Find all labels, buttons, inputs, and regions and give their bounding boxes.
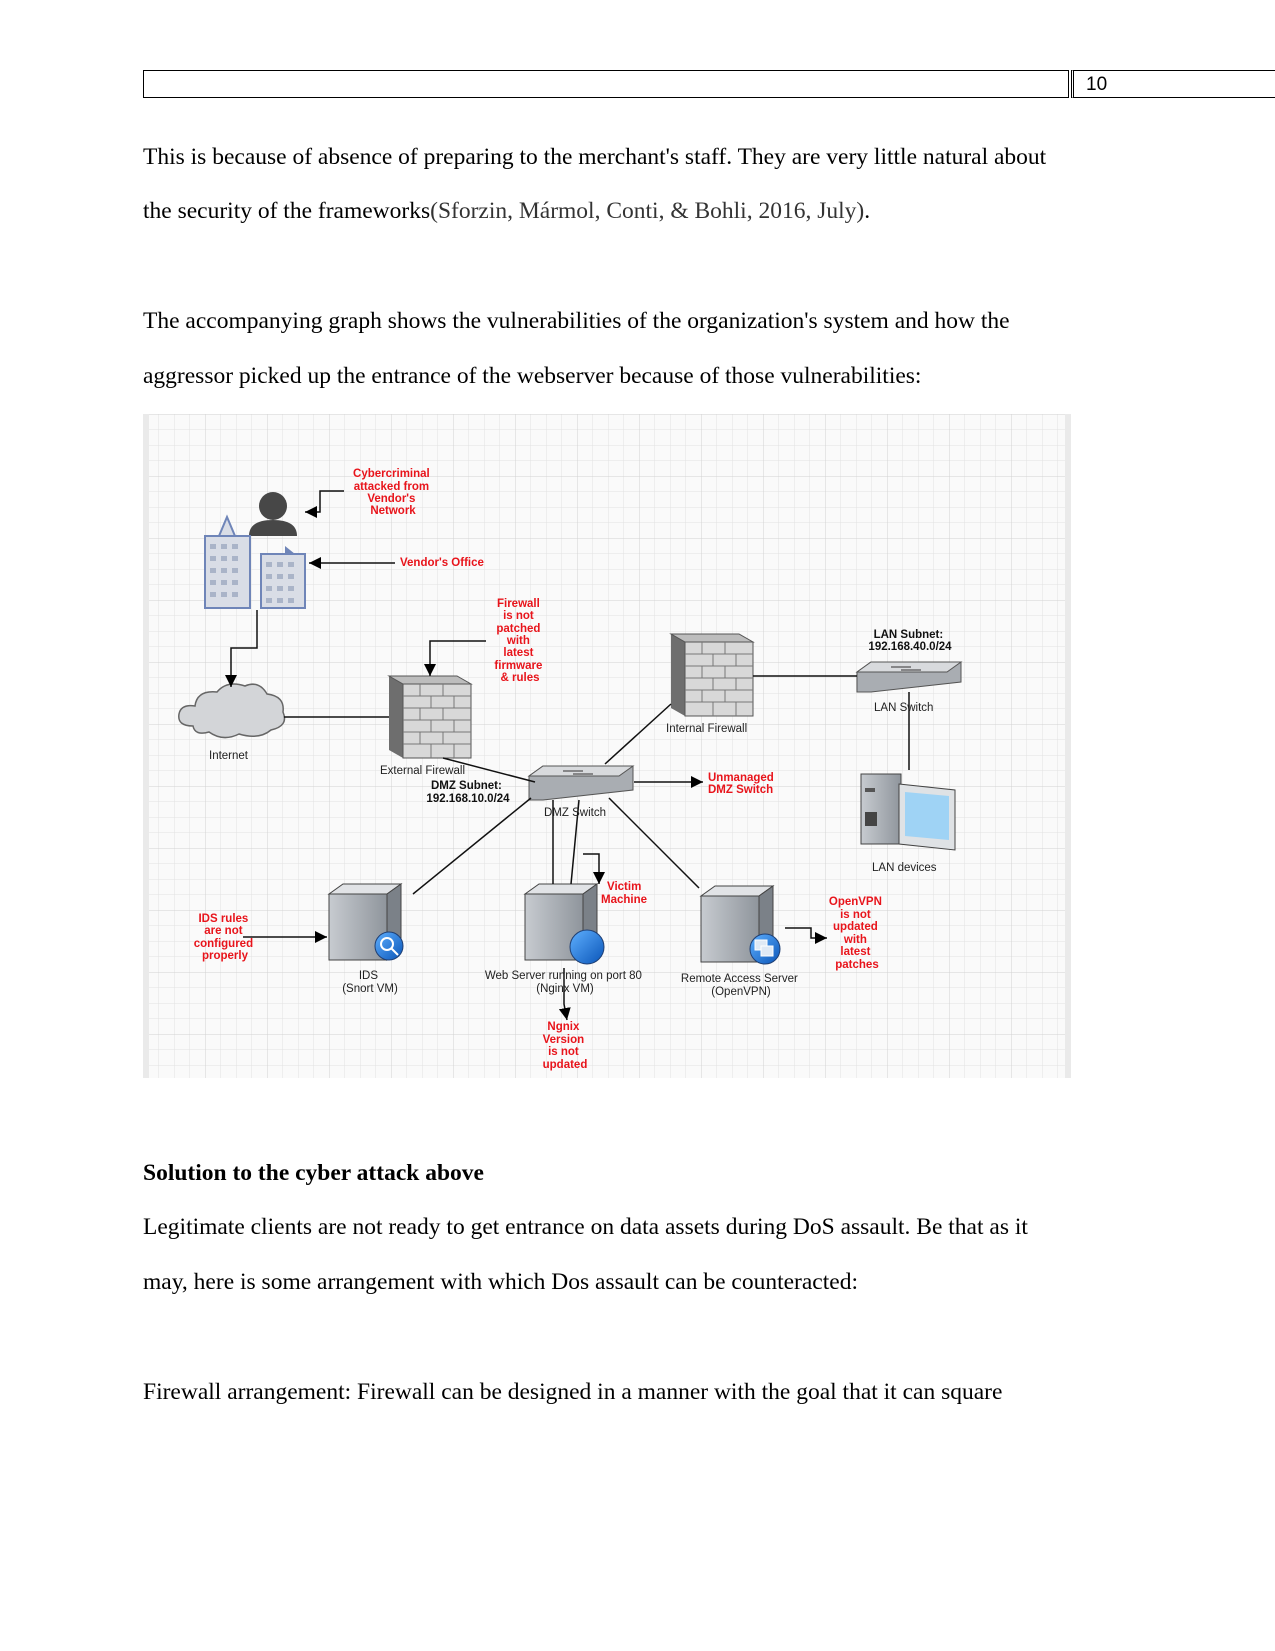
web-server-icon bbox=[523, 883, 605, 965]
vendor-office-building-icon bbox=[204, 514, 306, 609]
lan-devices-icon bbox=[860, 773, 956, 851]
network-vulnerability-diagram: Cybercriminal attacked from Vendor's Net… bbox=[143, 414, 1071, 1078]
paragraph-4-line-1: Firewall arrangement: Firewall can be de… bbox=[143, 1379, 1003, 1405]
external-firewall-icon bbox=[387, 675, 473, 759]
cybercriminal-annotation: Cybercriminal attacked from Vendor's Net… bbox=[353, 468, 433, 517]
dmz-switch-label: DMZ Switch bbox=[544, 807, 606, 819]
vendor-office-annotation: Vendor's Office bbox=[400, 557, 484, 569]
dmz-subnet-label: DMZ Subnet: 192.168.10.0/24 bbox=[426, 780, 510, 805]
paragraph-3-line-2: may, here is some arrangement with which… bbox=[143, 1269, 858, 1295]
paragraph-1-line-1: This is because of absence of preparing … bbox=[143, 144, 1047, 170]
nginx-not-updated-annotation: Ngnix Version is not updated bbox=[543, 1021, 588, 1071]
firewall-not-patched-annotation: Firewall is not patched with latest firm… bbox=[494, 598, 545, 684]
web-server-label: Web Server running on port 80 (Nginx VM) bbox=[485, 970, 645, 995]
ids-server-icon bbox=[327, 883, 404, 961]
lan-devices-label: LAN devices bbox=[872, 862, 937, 874]
page-number: 10 bbox=[1071, 70, 1275, 98]
lan-switch-icon bbox=[855, 661, 963, 693]
remote-access-server-icon bbox=[699, 885, 781, 965]
internal-firewall-label: Internal Firewall bbox=[666, 723, 747, 735]
ids-label: IDS (Snort VM) bbox=[342, 970, 398, 995]
annotation-arrows bbox=[225, 490, 827, 1021]
internet-label: Internet bbox=[209, 750, 249, 762]
internet-cloud-icon bbox=[178, 683, 286, 739]
lan-switch-label: LAN Switch bbox=[874, 702, 933, 714]
section-heading: Solution to the cyber attack above bbox=[143, 1160, 484, 1186]
victim-machine-annotation: Victim Machine bbox=[601, 881, 647, 906]
paragraph-1-end: . bbox=[864, 198, 871, 224]
header-box bbox=[143, 70, 1069, 98]
attacker-person-icon bbox=[249, 492, 297, 536]
paragraph-1-text: the security of the frameworks bbox=[143, 198, 431, 224]
lan-subnet-label: LAN Subnet: 192.168.40.0/24 bbox=[868, 629, 952, 653]
openvpn-not-updated-annotation: OpenVPN is not updated with latest patch… bbox=[829, 896, 885, 971]
external-firewall-label: External Firewall bbox=[380, 765, 465, 777]
paragraph-2-line-1: The accompanying graph shows the vulnera… bbox=[143, 308, 1010, 334]
network-links bbox=[284, 675, 910, 895]
citation: (Sforzin, Mármol, Conti, & Bohli, 2016, … bbox=[430, 198, 865, 224]
paragraph-3-line-1: Legitimate clients are not ready to get … bbox=[143, 1214, 1028, 1240]
remote-access-server-label: Remote Access Server (OpenVPN) bbox=[681, 973, 801, 998]
ids-rules-annotation: IDS rules are not configured properly bbox=[194, 913, 257, 962]
paragraph-1-line-2: the security of the frameworks(Sforzin, … bbox=[143, 196, 870, 226]
paragraph-2-line-2: aggressor picked up the entrance of the … bbox=[143, 363, 922, 389]
internal-firewall-icon bbox=[669, 633, 755, 717]
unmanaged-dmz-switch-annotation: Unmanaged DMZ Switch bbox=[708, 772, 777, 796]
